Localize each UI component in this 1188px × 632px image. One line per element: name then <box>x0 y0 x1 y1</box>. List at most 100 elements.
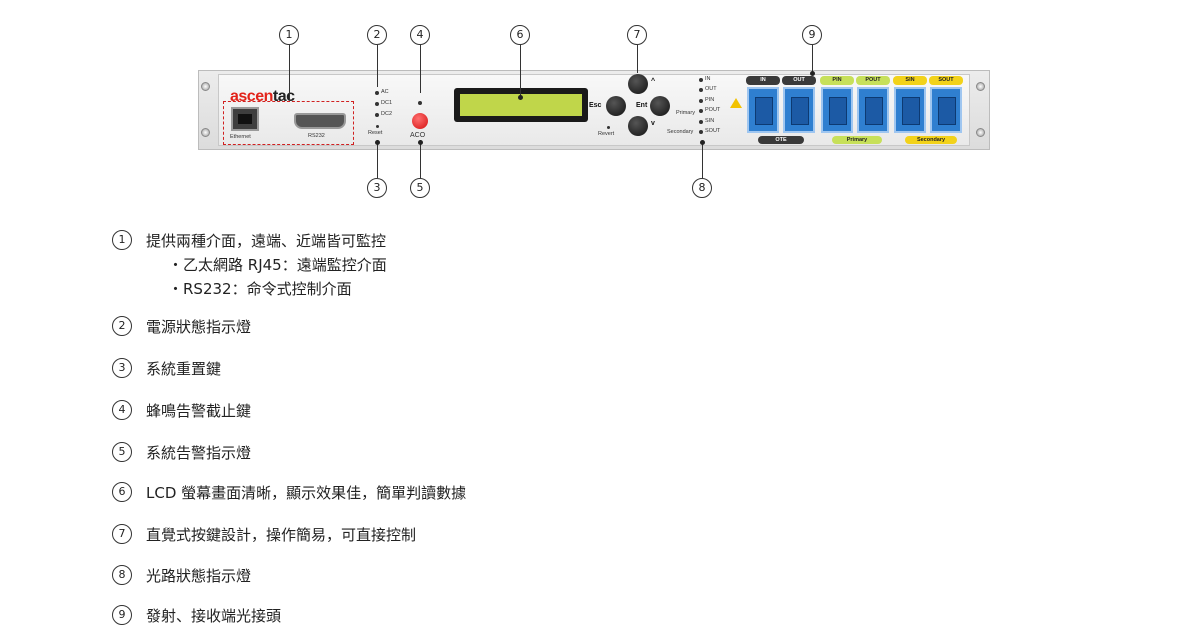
callout-leader <box>420 140 421 178</box>
ent-key[interactable] <box>650 96 670 116</box>
up-arrow-icon: ^ <box>651 78 656 85</box>
callout-leader <box>377 140 378 178</box>
port-footer-primary: Primary <box>832 136 882 144</box>
callout-leader-dot <box>810 71 815 76</box>
callout-3: 3 <box>367 178 387 198</box>
callout-9: 9 <box>802 25 822 45</box>
down-arrow-icon: v <box>651 120 655 127</box>
legend-text: 提供兩種介面，遠端、近端皆可監控 <box>146 232 387 250</box>
callout-8: 8 <box>692 178 712 198</box>
up-key[interactable] <box>628 74 648 94</box>
port-header-pout: POUT <box>856 76 890 85</box>
led-label-ac: AC <box>381 89 389 95</box>
secondary-label: Secondary <box>667 129 694 135</box>
optical-port-sout[interactable] <box>930 87 962 133</box>
callout-leader <box>520 45 521 97</box>
port-footer-ote: OTE <box>758 136 804 144</box>
rack-screw <box>976 128 985 137</box>
esc-key[interactable] <box>606 96 626 116</box>
callout-leader-dot <box>518 95 523 100</box>
port-header-sin: SIN <box>893 76 927 85</box>
legend-text: 直覺式按鍵設計，操作簡易，可直接控制 <box>146 526 417 544</box>
legend-number: 2 <box>112 316 132 336</box>
callout-leader <box>812 45 813 73</box>
laser-warning-icon <box>730 98 742 108</box>
status-led-in <box>699 78 703 82</box>
legend-number: 7 <box>112 524 132 544</box>
callout-leader-dot <box>375 140 380 145</box>
power-led-ac <box>375 91 379 95</box>
optical-port-pin[interactable] <box>821 87 853 133</box>
status-led-label: POUT <box>705 107 721 113</box>
legend-number: 9 <box>112 605 132 625</box>
legend-number: 4 <box>112 400 132 420</box>
aco-label: ACO <box>410 132 426 139</box>
status-led-label: IN <box>705 76 711 82</box>
port-header-in: IN <box>746 76 780 85</box>
status-led-sout <box>699 130 703 134</box>
rs232-port[interactable] <box>294 113 346 129</box>
legend-subtext: ・RS232：命令式控制介面 <box>168 280 352 298</box>
alarm-led <box>418 101 422 105</box>
ethernet-port[interactable] <box>231 107 259 131</box>
led-label-dc2: DC2 <box>381 111 393 117</box>
callout-leader <box>420 45 421 93</box>
callout-6: 6 <box>510 25 530 45</box>
port-header-pin: PIN <box>820 76 854 85</box>
legend-subtext: ・乙太網路 RJ45：遠端監控介面 <box>168 256 387 274</box>
status-led-label: OUT <box>705 86 717 92</box>
rack-screw <box>976 82 985 91</box>
esc-label: Esc <box>589 102 602 109</box>
callout-leader <box>702 142 703 178</box>
rack-screw <box>201 82 210 91</box>
ethernet-label: Ethernet <box>230 134 251 140</box>
optical-port-pout[interactable] <box>857 87 889 133</box>
port-footer-secondary: Secondary <box>905 136 957 144</box>
legend-text: 發射、接收端光接頭 <box>146 607 282 625</box>
lcd-screen <box>454 88 588 122</box>
callout-5: 5 <box>410 178 430 198</box>
revert-button[interactable] <box>607 126 610 129</box>
legend-number: 8 <box>112 565 132 585</box>
legend-number: 5 <box>112 442 132 462</box>
reset-button[interactable] <box>376 125 379 128</box>
optical-port-in[interactable] <box>747 87 779 133</box>
port-header-out: OUT <box>782 76 816 85</box>
callout-2: 2 <box>367 25 387 45</box>
callout-1: 1 <box>279 25 299 45</box>
legend-text: 系統重置鍵 <box>146 360 222 378</box>
legend-text: 電源狀態指示燈 <box>146 318 252 336</box>
legend-number: 1 <box>112 230 132 250</box>
callout-7: 7 <box>627 25 647 45</box>
aco-button[interactable] <box>412 113 428 129</box>
primary-label: Primary <box>676 110 695 116</box>
status-led-label: SIN <box>705 118 715 124</box>
rack-screw <box>201 128 210 137</box>
power-led-dc2 <box>375 113 379 117</box>
legend-text: 系統告警指示燈 <box>146 444 252 462</box>
ent-label: Ent <box>636 102 648 109</box>
callout-4: 4 <box>410 25 430 45</box>
callout-leader <box>289 45 290 100</box>
led-label-dc1: DC1 <box>381 100 393 106</box>
status-led-sin <box>699 120 703 124</box>
callout-leader-dot <box>700 140 705 145</box>
reset-label: Reset <box>368 130 383 136</box>
callout-leader <box>637 45 638 73</box>
rs232-label: RS232 <box>308 133 325 139</box>
legend-text: 光路狀態指示燈 <box>146 567 252 585</box>
status-led-pin <box>699 99 703 103</box>
legend-number: 6 <box>112 482 132 502</box>
status-led-pout <box>699 109 703 113</box>
legend-number: 3 <box>112 358 132 378</box>
legend-text: LCD 螢幕畫面清晰，顯示效果佳，簡單判讀數據 <box>146 484 467 502</box>
status-led-out <box>699 88 703 92</box>
interface-highlight-box <box>223 101 354 145</box>
down-key[interactable] <box>628 116 648 136</box>
status-led-label: PIN <box>705 97 715 103</box>
power-led-dc1 <box>375 102 379 106</box>
status-led-label: SOUT <box>705 128 721 134</box>
optical-port-out[interactable] <box>783 87 815 133</box>
callout-leader <box>377 45 378 87</box>
optical-port-sin[interactable] <box>894 87 926 133</box>
